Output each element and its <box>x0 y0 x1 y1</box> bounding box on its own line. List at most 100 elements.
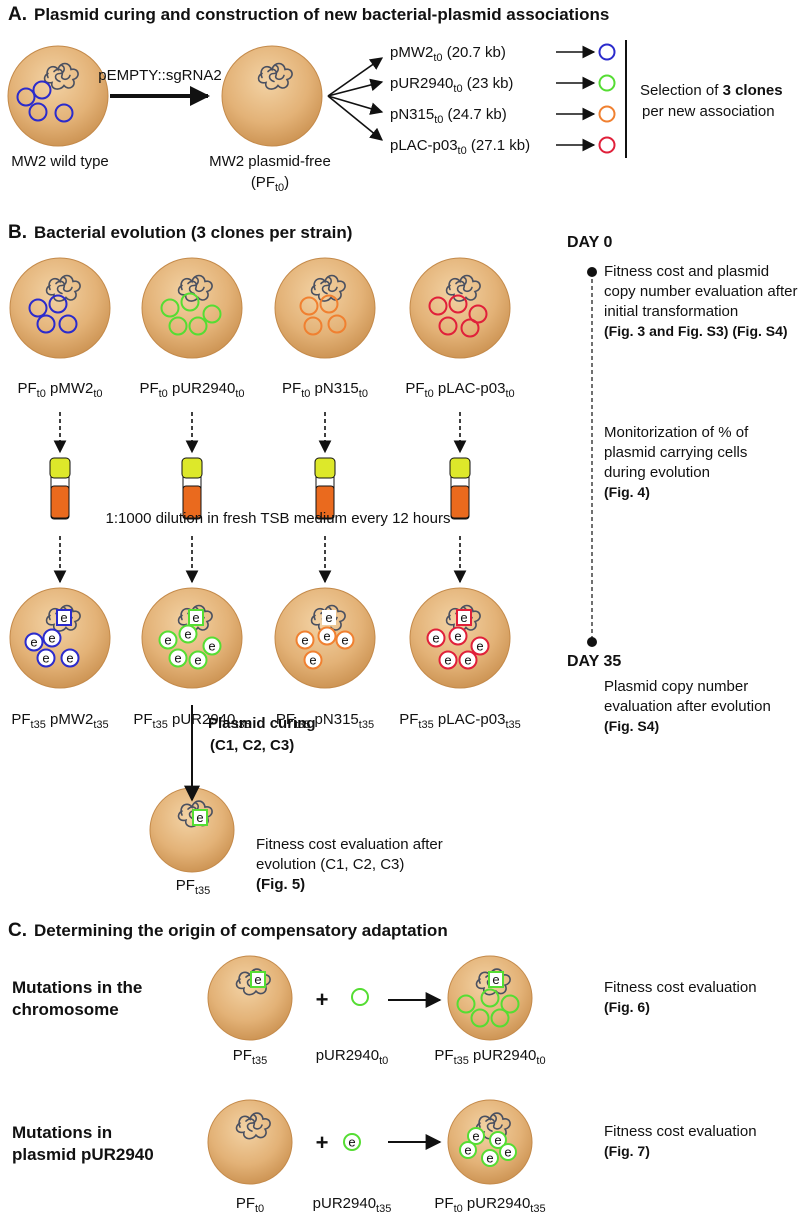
evolved-plasmid-icon: e <box>188 650 208 670</box>
plasmid-icon <box>202 304 222 324</box>
mutation-mark: e <box>164 633 171 648</box>
chromosome-icon <box>445 274 481 302</box>
plasmid-icon <box>500 994 520 1014</box>
section-c-letter: C. <box>8 920 27 941</box>
timeline-start-dot <box>587 267 597 277</box>
cured-cell <box>149 787 235 873</box>
row1-host-cell <box>207 955 293 1041</box>
mutation-mark: e <box>464 653 471 668</box>
evolved-plasmid-icon: e <box>335 630 355 650</box>
plasmid-entry-1: pMW2t0 (20.7 kb) <box>390 44 506 64</box>
plasmid-icon <box>470 1008 490 1028</box>
day0-text-2: copy number evaluation after <box>604 283 797 300</box>
mutation-mark: e <box>341 633 348 648</box>
evolved-plasmid-icon: e <box>42 628 62 648</box>
mutation-mark: e <box>472 1129 479 1144</box>
strain-t0-label: PFt0 pN315t0 <box>282 380 368 400</box>
after-eval-line2: evolution (C1, C2, C3) <box>256 856 404 873</box>
evolved-plasmid-icon: e <box>458 650 478 670</box>
mutation-mark: e <box>460 610 467 625</box>
culture-tube-icon <box>449 457 471 520</box>
plasmid-icon <box>460 318 480 338</box>
wild-type-label: MW2 wild type <box>11 153 109 170</box>
mutation-mark: e <box>196 810 203 825</box>
mutation-mark: e <box>30 635 37 650</box>
plasmid-icon <box>456 994 476 1014</box>
row1-title-line1: Mutations in the <box>12 978 142 997</box>
evolved-plasmid-icon: e <box>303 650 323 670</box>
plasmid-icon <box>16 87 36 107</box>
mid-text-1: Monitorization of % of <box>604 424 749 441</box>
strain-t0-label: PFt0 pLAC-p03t0 <box>405 380 514 400</box>
evolved-plasmid-icon: e <box>295 630 315 650</box>
evolved-plasmid-icon: e <box>467 1127 485 1145</box>
section-b-letter: B. <box>8 222 27 243</box>
mutation-mark: e <box>208 639 215 654</box>
row2-title-line1: Mutations in <box>12 1123 112 1142</box>
mutation-mark: e <box>492 972 499 987</box>
evolved-plasmid-icon: e <box>317 626 337 646</box>
mid-fig: (Fig. 4) <box>604 484 650 500</box>
mutation-mark: e <box>194 653 201 668</box>
evolved-plasmid-icon: e <box>343 1133 361 1151</box>
plasmid-icon <box>598 136 616 154</box>
mutation-mark: e <box>48 631 55 646</box>
plasmid-icon <box>598 43 616 61</box>
plasmid-icon <box>598 105 616 123</box>
mutation-mark: e <box>309 653 316 668</box>
mutation-mark: e <box>66 651 73 666</box>
selection-line2: per new association <box>642 103 775 120</box>
cured-label: PFt35 <box>176 877 210 897</box>
day0-fig: (Fig. 3 and Fig. S3) (Fig. S4) <box>604 323 788 339</box>
mutation-mark: e <box>184 627 191 642</box>
section-a-letter: A. <box>8 4 27 25</box>
plasmid-icon <box>160 298 180 318</box>
plasmid-entry-2: pUR2940t0 (23 kb) <box>390 75 513 95</box>
row1-result-label: PFt35 pUR2940t0 <box>434 1047 545 1067</box>
plasmid-icon <box>480 988 500 1008</box>
mutation-mark: e <box>42 651 49 666</box>
chromosome-mutation-icon: e <box>188 609 204 626</box>
evolved-plasmid-icon: e <box>178 624 198 644</box>
row2-plus: + <box>316 1130 329 1155</box>
row2-title-line2: plasmid pUR2940 <box>12 1145 154 1164</box>
chromosome-mutation-icon: e <box>456 609 472 626</box>
mutation-mark: e <box>432 631 439 646</box>
strain-t35-label: PFt35 pN315t35 <box>276 711 374 731</box>
after-eval-line3: (Fig. 5) <box>256 876 305 893</box>
mutation-mark: e <box>348 1135 355 1150</box>
plasmid-icon <box>48 294 68 314</box>
plasmid-icon <box>299 296 319 316</box>
row2-eval: Fitness cost evaluation <box>604 1123 757 1140</box>
row1-title-line2: chromosome <box>12 1000 119 1019</box>
dilution-label: 1:1000 dilution in fresh TSB medium ever… <box>106 510 451 527</box>
mutation-mark: e <box>494 1133 501 1148</box>
plasmid-icon <box>188 316 208 336</box>
curing-arrow-label: pEMPTY::sgRNA2 <box>98 67 221 84</box>
selection-line1: Selection of 3 clones <box>640 82 783 99</box>
row2-result-label: PFt0 pUR2940t35 <box>434 1195 545 1215</box>
mutation-mark: e <box>444 653 451 668</box>
plasmid-icon <box>490 1008 510 1028</box>
plasmid-curing-label-line1: Plasmid curing <box>208 715 316 732</box>
chromosome-icon <box>257 62 293 90</box>
strain-t0-label: PFt0 pMW2t0 <box>17 380 102 400</box>
evolution-start-cell <box>141 257 243 359</box>
row2-plasmid-label: pUR2940t35 <box>313 1195 392 1215</box>
evolved-plasmid-icon: e <box>499 1143 517 1161</box>
row2-host-cell <box>207 1099 293 1185</box>
mutation-mark: e <box>174 651 181 666</box>
evolution-start-cell <box>274 257 376 359</box>
plasmid-icon <box>319 294 339 314</box>
evolved-plasmid-icon: e <box>202 636 222 656</box>
strain-t35-label: PFt35 pLAC-p03t35 <box>399 711 520 731</box>
day35-text-2: evaluation after evolution <box>604 698 771 715</box>
evolved-plasmid-icon: e <box>470 636 490 656</box>
mid-text-3: during evolution <box>604 464 710 481</box>
evolved-plasmid-icon: e <box>24 632 44 652</box>
evolved-plasmid-icon: e <box>459 1141 477 1159</box>
chromosome-mutation-icon: e <box>322 610 336 625</box>
row2-host-label: PFt0 <box>236 1195 264 1215</box>
section-a-title: Plasmid curing and construction of new b… <box>34 5 609 24</box>
